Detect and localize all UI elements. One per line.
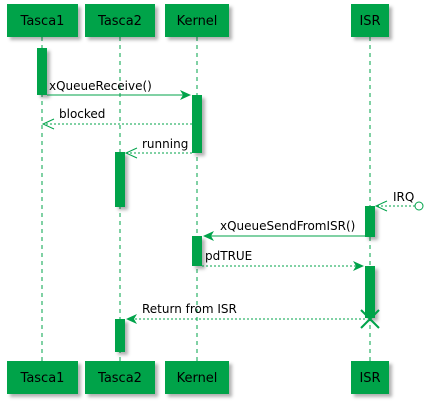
- message-return-from-isr: Return from ISR: [126, 302, 365, 324]
- participant-tasca2: Tasca2: [85, 4, 155, 37]
- activation-tasca1: [37, 48, 47, 95]
- activation-bars: [37, 48, 375, 352]
- message-label: xQueueReceive(): [49, 79, 152, 93]
- participant-tasca1: Tasca1: [7, 4, 78, 37]
- participants-bottom: Tasca1 Tasca2 Kernel ISR: [7, 361, 389, 394]
- participant-kernel-foot: Kernel: [165, 361, 229, 394]
- message-irq: IRQ: [374, 190, 424, 212]
- activation-isr-2: [365, 266, 375, 318]
- found-message-circle-icon: [414, 201, 424, 211]
- open-arrowhead-icon: [124, 147, 138, 159]
- arrowhead-icon: [126, 314, 137, 324]
- message-blocked: blocked: [41, 107, 192, 130]
- activation-kernel-1: [192, 95, 202, 153]
- participant-isr: ISR: [351, 4, 389, 37]
- activation-kernel-2: [192, 236, 202, 266]
- activation-tasca2-1: [115, 152, 125, 207]
- participant-label: ISR: [359, 14, 380, 29]
- message-label: running: [142, 137, 188, 151]
- open-arrowhead-icon: [374, 200, 388, 212]
- message-label: Return from ISR: [142, 302, 237, 316]
- participant-label: Tasca2: [97, 371, 142, 386]
- participant-label: Tasca1: [20, 14, 65, 29]
- participant-isr-foot: ISR: [351, 361, 389, 394]
- message-running: running: [124, 137, 192, 159]
- arrowhead-icon: [180, 90, 191, 100]
- participant-tasca1-foot: Tasca1: [7, 361, 78, 394]
- arrowhead-icon: [203, 231, 214, 241]
- participant-label: Tasca2: [97, 14, 142, 29]
- participant-label: Kernel: [177, 14, 218, 29]
- message-label: blocked: [59, 107, 105, 121]
- participant-kernel: Kernel: [165, 4, 229, 37]
- participant-label: Kernel: [177, 371, 218, 386]
- activation-tasca2-2: [115, 319, 125, 352]
- messages: xQueueReceive() blocked running IRQ xQue…: [41, 79, 424, 324]
- message-pdtrue: pdTRUE: [202, 249, 364, 271]
- message-xqueuesendfromisr: xQueueSendFromISR(): [203, 219, 365, 241]
- participant-tasca2-foot: Tasca2: [85, 361, 155, 394]
- message-label: xQueueSendFromISR(): [220, 219, 355, 233]
- open-arrowhead-icon: [41, 118, 55, 130]
- message-label: pdTRUE: [205, 249, 252, 263]
- participant-label: ISR: [359, 371, 380, 386]
- message-label: IRQ: [393, 190, 414, 204]
- participant-label: Tasca1: [20, 371, 65, 386]
- destroy-x-icon: [360, 309, 380, 329]
- arrowhead-icon: [353, 261, 364, 271]
- message-xqueuereceive: xQueueReceive(): [47, 79, 191, 100]
- participants-top: Tasca1 Tasca2 Kernel ISR: [7, 4, 389, 37]
- activation-isr-1: [365, 206, 375, 237]
